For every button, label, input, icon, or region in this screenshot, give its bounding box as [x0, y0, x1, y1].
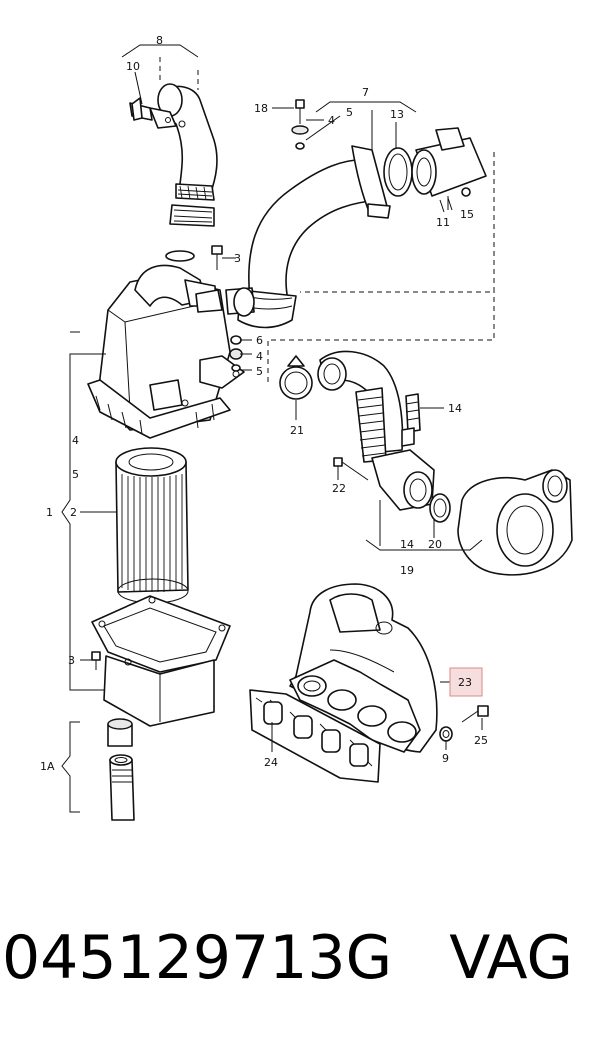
- callout-5-mid: 5: [256, 365, 263, 378]
- callout-8: 8: [156, 34, 163, 47]
- callout-14-bottom: 14: [400, 538, 414, 551]
- callout-2: 2: [70, 506, 77, 519]
- callout-5-top: 5: [346, 106, 353, 119]
- callout-18: 18: [254, 102, 268, 115]
- callout-4-mid: 4: [256, 350, 263, 363]
- callout-22: 22: [332, 482, 346, 495]
- callout-14-top: 14: [448, 402, 462, 415]
- callout-7: 7: [362, 86, 369, 99]
- callout-13: 13: [390, 108, 404, 121]
- callout-11: 11: [436, 216, 450, 229]
- gasket-24: [249, 689, 381, 783]
- bolt-22: [333, 457, 369, 481]
- callout-5-left: 5: [72, 468, 79, 481]
- washer-9: [439, 726, 453, 742]
- filter-housing-lower: [91, 595, 231, 727]
- callout-3-top: 3: [234, 252, 241, 265]
- callout-23: 23: [458, 676, 472, 689]
- leader-lines: [61, 44, 483, 813]
- ring-20: [429, 493, 451, 523]
- callout-19: 19: [400, 564, 414, 577]
- part-number-caption: 045129713G VAG: [2, 923, 573, 993]
- exhaust-manifold-23: [289, 583, 438, 753]
- ring-13: [383, 147, 413, 197]
- filter-element-2: [115, 447, 189, 604]
- insert-1A: [107, 718, 135, 821]
- callout-24: 24: [264, 756, 278, 769]
- sensor-10: [129, 97, 153, 121]
- clamp-21: [279, 355, 313, 400]
- callout-4-left: 4: [72, 434, 79, 447]
- callout-9: 9: [442, 752, 449, 765]
- bolt-25: [461, 705, 489, 723]
- filter-housing-upper-4: [87, 250, 255, 439]
- turbocharger: [457, 469, 573, 576]
- callout-25: 25: [474, 734, 488, 747]
- callout-15: 15: [460, 208, 474, 221]
- callout-21: 21: [290, 424, 304, 437]
- intake-tube-7: [237, 145, 391, 329]
- screw-3-lower: [91, 651, 101, 670]
- screw-18: [291, 99, 309, 150]
- hardware-6-4-5: [229, 335, 243, 372]
- callout-4-top: 4: [328, 114, 335, 127]
- bolt-3-top: [211, 245, 223, 270]
- air-mass-meter-11: [411, 127, 487, 213]
- hose-19: [317, 350, 435, 511]
- callout-1: 1: [46, 506, 53, 519]
- intake-hose-8: [149, 83, 218, 227]
- callout-3-lower: 3: [68, 654, 75, 667]
- callout-labels: 8 10 7 18 4 5 13 15 11 3 6 4 5 21 14 22 …: [40, 34, 488, 773]
- exploded-parts-diagram: 8 10 7 18 4 5 13 15 11 3 6 4 5 21 14 22 …: [40, 34, 573, 821]
- guide-lines: [159, 55, 495, 382]
- callout-10: 10: [126, 60, 140, 73]
- highlight-box-23: [449, 667, 483, 697]
- callout-20: 20: [428, 538, 442, 551]
- callout-1A: 1A: [40, 760, 55, 773]
- callout-6: 6: [256, 334, 263, 347]
- fitting-14: [401, 393, 421, 447]
